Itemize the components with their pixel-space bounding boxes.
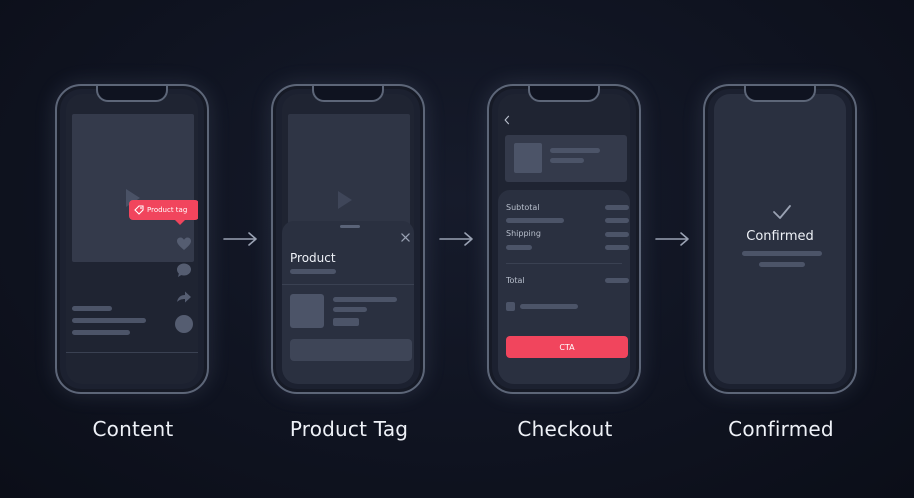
- phone-checkout: Subtotal Shipping Total CTA: [487, 84, 641, 394]
- checkout-sheet: Subtotal Shipping Total CTA: [498, 190, 630, 384]
- tag-icon: [134, 205, 144, 215]
- sheet-divider: [282, 284, 414, 285]
- product-desc-bar: [550, 158, 584, 163]
- subtotal-label: Subtotal: [506, 203, 540, 212]
- product-thumbnail: [514, 143, 542, 173]
- shipping-line-value-bar: [605, 245, 629, 250]
- phone-notch: [96, 86, 168, 102]
- avatar[interactable]: [175, 315, 193, 333]
- sheet-handle[interactable]: [340, 225, 360, 228]
- comment-icon[interactable]: [176, 262, 192, 278]
- arrow-right-icon: [223, 232, 257, 246]
- video-placeholder[interactable]: [72, 114, 194, 262]
- heart-icon[interactable]: [176, 236, 192, 252]
- subtotal-value-bar: [605, 205, 629, 210]
- phone-product-tag: Product: [271, 84, 425, 394]
- product-sheet: Product: [282, 221, 414, 384]
- phone-content: Product tag: [55, 84, 209, 394]
- product-desc-bar: [333, 307, 367, 312]
- product-summary-card: [505, 135, 627, 182]
- cta-button[interactable]: CTA: [506, 336, 628, 358]
- phone-notch: [528, 86, 600, 102]
- product-thumbnail[interactable]: [290, 294, 324, 328]
- phone-confirmed: Confirmed: [703, 84, 857, 394]
- caption-line-2: [72, 318, 146, 323]
- checkout-screen: Subtotal Shipping Total CTA: [498, 94, 630, 384]
- shipping-line-bar: [506, 245, 532, 250]
- add-to-cart-button[interactable]: [290, 339, 412, 361]
- play-icon: [338, 191, 352, 209]
- product-name-bar: [550, 148, 600, 153]
- totals-divider: [506, 263, 622, 264]
- bottom-nav-divider: [66, 352, 198, 353]
- checkmark-icon: [773, 205, 791, 219]
- arrow-right-icon: [655, 232, 689, 246]
- back-chevron-icon[interactable]: [504, 115, 510, 125]
- subtotal-line-bar: [506, 218, 564, 223]
- confirmed-screen: Confirmed: [714, 94, 846, 384]
- shipping-label: Shipping: [506, 229, 541, 238]
- step-caption-confirmed: Confirmed: [728, 417, 834, 441]
- consent-checkbox[interactable]: [506, 302, 515, 311]
- total-label: Total: [506, 276, 525, 285]
- total-value-bar: [605, 278, 629, 283]
- phone-notch: [744, 86, 816, 102]
- arrow-right-icon: [439, 232, 473, 246]
- phone-notch: [312, 86, 384, 102]
- shipping-value-bar: [605, 232, 629, 237]
- product-name-bar: [333, 297, 397, 302]
- product-price-pill: [333, 318, 359, 326]
- product-tag-label: Product tag: [147, 206, 188, 214]
- close-icon[interactable]: [401, 233, 410, 242]
- step-caption-product-tag: Product Tag: [289, 417, 409, 441]
- consent-text-bar: [520, 304, 578, 309]
- sheet-subtitle-bar: [290, 269, 336, 274]
- step-caption-content: Content: [92, 417, 174, 441]
- confirmed-title: Confirmed: [746, 229, 814, 244]
- share-icon[interactable]: [176, 289, 192, 305]
- product-tag-button[interactable]: Product tag: [129, 200, 198, 225]
- sheet-title: Product: [290, 251, 336, 265]
- confirmed-text-bar-2: [759, 262, 805, 267]
- caption-line-3: [72, 330, 130, 335]
- step-caption-checkout: Checkout: [517, 417, 613, 441]
- content-screen: Product tag: [66, 94, 198, 384]
- subtotal-line-value-bar: [605, 218, 629, 223]
- product-tag-screen: Product: [282, 94, 414, 384]
- caption-line-1: [72, 306, 112, 311]
- confirmed-text-bar-1: [742, 251, 822, 256]
